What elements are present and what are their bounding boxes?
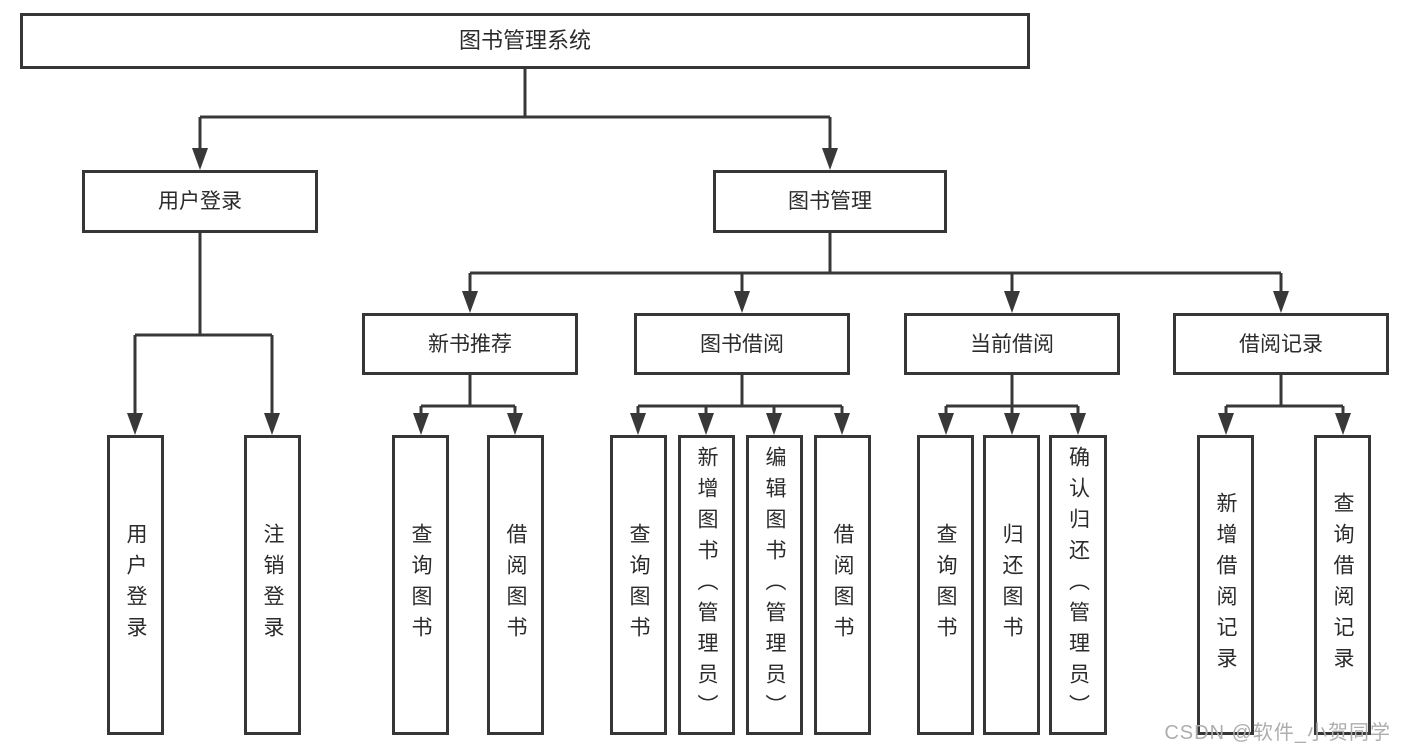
node-label: 查询图书 bbox=[627, 523, 650, 647]
leaf-confirm-return-admin: 确认归还（管理员） bbox=[1049, 435, 1107, 735]
arrow-down-icon bbox=[462, 291, 478, 313]
csdn-watermark: CSDN @软件_小贺同学 bbox=[1164, 722, 1391, 744]
leaf-query-books-recommend: 查询图书 bbox=[392, 435, 449, 735]
node-label: 图书管理系统 bbox=[458, 28, 591, 53]
leaf-query-books-current: 查询图书 bbox=[917, 435, 974, 735]
arrow-down-icon bbox=[1335, 413, 1351, 435]
leaf-return-books: 归还图书 bbox=[983, 435, 1040, 735]
arrow-down-icon bbox=[1004, 291, 1020, 313]
node-new-book-recommendation: 新书推荐 bbox=[362, 313, 578, 375]
arrow-down-icon bbox=[834, 413, 850, 435]
node-label: 借阅图书 bbox=[504, 523, 527, 647]
node-label: 新增图书（管理员） bbox=[695, 445, 718, 725]
node-label: 注销登录 bbox=[261, 523, 284, 647]
node-label: 查询借阅记录 bbox=[1331, 492, 1354, 678]
arrow-down-icon bbox=[1218, 413, 1234, 435]
node-label: 用户登录 bbox=[124, 523, 147, 647]
node-label: 查询图书 bbox=[934, 523, 957, 647]
arrow-down-icon bbox=[698, 413, 714, 435]
leaf-logout: 注销登录 bbox=[244, 435, 301, 735]
node-label: 借阅记录 bbox=[1239, 332, 1323, 356]
arrow-down-icon bbox=[507, 413, 523, 435]
node-label: 图书管理 bbox=[788, 190, 872, 213]
node-label: 借阅图书 bbox=[831, 523, 854, 647]
node-book-borrowing: 图书借阅 bbox=[634, 313, 850, 375]
leaf-user-login: 用户登录 bbox=[107, 435, 164, 735]
node-root-system: 图书管理系统 bbox=[20, 13, 1030, 69]
node-label: 查询图书 bbox=[409, 523, 432, 647]
node-borrowing-records: 借阅记录 bbox=[1173, 313, 1389, 375]
arrow-down-icon bbox=[1070, 413, 1086, 435]
arrow-down-icon bbox=[1273, 291, 1289, 313]
arrow-down-icon bbox=[734, 291, 750, 313]
leaf-query-borrow-record: 查询借阅记录 bbox=[1314, 435, 1371, 735]
node-label: 编辑图书（管理员） bbox=[763, 445, 786, 725]
node-book-management-branch: 图书管理 bbox=[713, 170, 947, 233]
arrow-down-icon bbox=[630, 413, 646, 435]
node-current-borrowing: 当前借阅 bbox=[904, 313, 1120, 375]
leaf-edit-books-admin: 编辑图书（管理员） bbox=[746, 435, 803, 735]
node-label: 确认归还（管理员） bbox=[1066, 445, 1090, 725]
leaf-borrow-books-recommend: 借阅图书 bbox=[487, 435, 544, 735]
leaf-query-books-borrowing: 查询图书 bbox=[610, 435, 667, 735]
arrow-down-icon bbox=[766, 413, 782, 435]
arrow-down-icon bbox=[822, 148, 838, 170]
node-label: 归还图书 bbox=[1000, 523, 1023, 647]
leaf-borrow-books: 借阅图书 bbox=[814, 435, 871, 735]
node-label: 新书推荐 bbox=[428, 332, 512, 356]
node-label: 当前借阅 bbox=[970, 332, 1054, 356]
node-user-login-branch: 用户登录 bbox=[82, 170, 318, 233]
arrow-down-icon bbox=[938, 413, 954, 435]
node-label: 用户登录 bbox=[158, 190, 242, 213]
arrow-down-icon bbox=[413, 413, 429, 435]
arrow-down-icon bbox=[1004, 413, 1020, 435]
arrow-down-icon bbox=[192, 148, 208, 170]
leaf-add-borrow-record: 新增借阅记录 bbox=[1197, 435, 1254, 735]
node-label: 图书借阅 bbox=[700, 332, 784, 356]
arrow-down-icon bbox=[127, 413, 143, 435]
node-label: 新增借阅记录 bbox=[1214, 492, 1237, 678]
arrow-down-icon bbox=[264, 413, 280, 435]
leaf-add-books-admin: 新增图书（管理员） bbox=[678, 435, 735, 735]
